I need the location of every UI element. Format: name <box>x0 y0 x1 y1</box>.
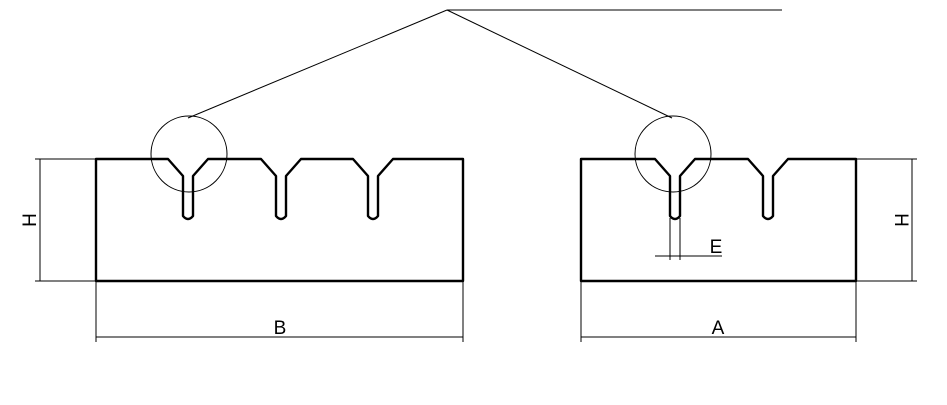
dimension-label-h-left: H <box>20 213 41 227</box>
dimension-e: E <box>655 218 722 260</box>
detail-circle-right <box>634 115 712 193</box>
dimension-h-right: H <box>856 158 917 282</box>
dimension-a: A <box>580 281 857 342</box>
detail-circle-left <box>150 115 228 193</box>
dimension-label-b: B <box>274 318 287 339</box>
dimension-label-e: E <box>710 237 723 258</box>
dimension-h-left: H <box>20 158 96 282</box>
left-grooved-block <box>94 157 465 283</box>
leader-line-left <box>187 9 448 119</box>
dimension-b: B <box>95 281 464 342</box>
callout-leaders <box>187 9 782 119</box>
dimension-label-h-right: H <box>890 213 911 227</box>
leader-line-right <box>446 9 673 119</box>
right-grooved-block <box>579 157 858 283</box>
dimension-label-a: A <box>712 318 725 339</box>
